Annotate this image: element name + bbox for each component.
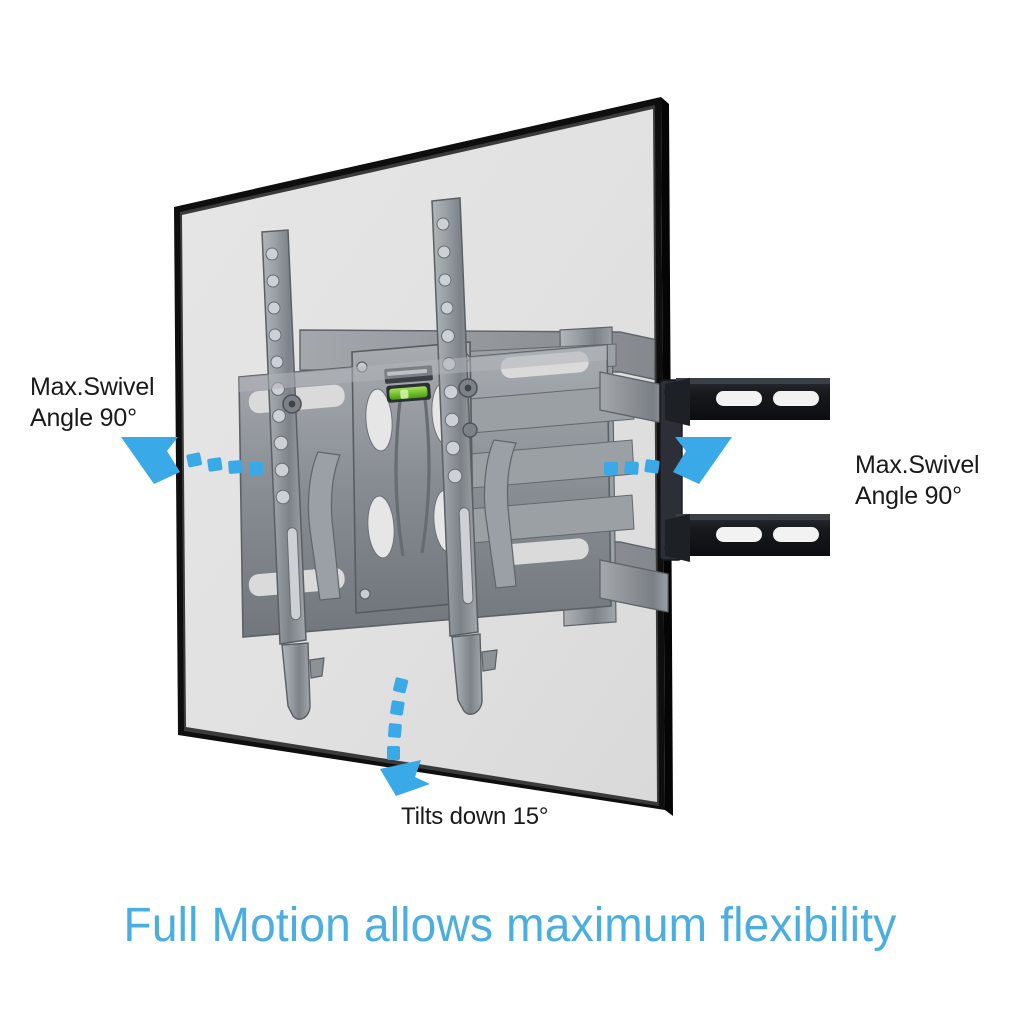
right-swivel-arrow-icon <box>673 437 732 484</box>
wall-plate-slot <box>773 527 819 542</box>
lower-hook-plates <box>307 439 517 601</box>
wall-plate-slot <box>773 391 819 406</box>
left-swivel-arrow-icon <box>121 437 180 484</box>
wall-plate-top <box>665 378 830 426</box>
tilt-arrow-icon <box>380 760 430 796</box>
rail-right-holes <box>436 217 463 484</box>
right-swivel-dashes <box>604 459 660 475</box>
marketing-caption: Full Motion allows maximum flexibility <box>123 899 897 952</box>
left-swivel-arrow-group <box>121 437 263 484</box>
right-swivel-arrow-group <box>604 437 732 484</box>
mount-assembly <box>238 197 657 720</box>
bubble-level <box>386 382 431 403</box>
vertical-rail-left <box>261 229 325 720</box>
left-swivel-dashes <box>186 452 263 475</box>
top-cross-bar <box>239 345 607 392</box>
right-swivel-label: Max.Swivel Angle 90° <box>855 450 980 511</box>
wall-plate-slot <box>716 527 762 542</box>
left-swivel-label-line2: Angle 90° <box>30 403 137 432</box>
tilt-dashes <box>387 677 409 760</box>
wall-plate-bottom <box>665 514 830 562</box>
right-swivel-label-line2: Angle 90° <box>855 481 962 510</box>
tilt-arrow-group <box>380 677 430 796</box>
rail-left-holes <box>265 247 291 505</box>
tilt-label: Tilts down 15° <box>401 803 549 830</box>
right-swivel-label-line1: Max.Swivel <box>855 451 980 479</box>
vertical-rail-right <box>431 197 498 715</box>
left-swivel-label: Max.Swivel Angle 90° <box>30 372 155 433</box>
tilt-pivot-knuckles <box>282 378 478 438</box>
wall-plate-slot <box>716 391 762 406</box>
left-swivel-label-line1: Max.Swivel <box>30 373 155 401</box>
